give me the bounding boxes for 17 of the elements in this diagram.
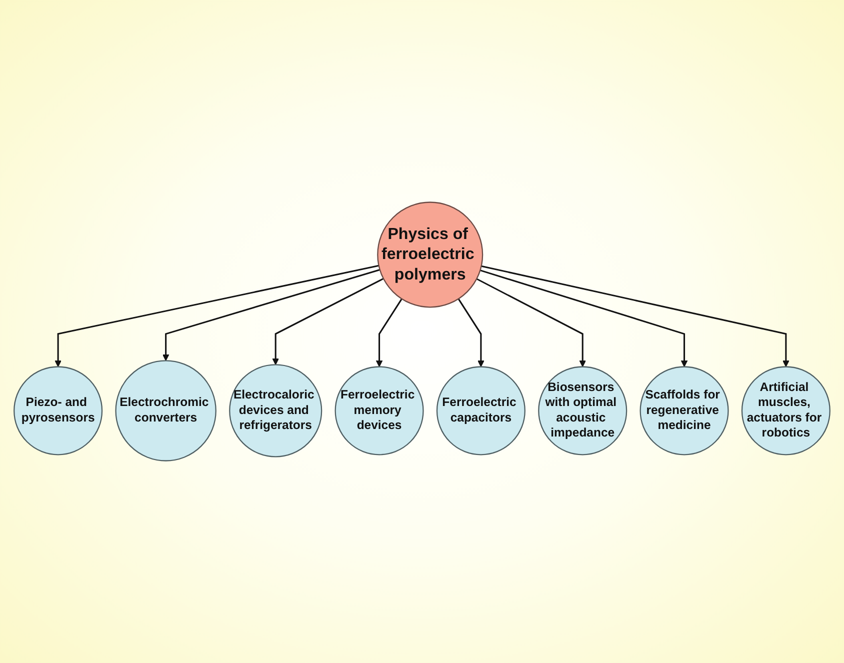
node-circle: Piezo- and pyrosensors xyxy=(14,366,103,456)
arrow xyxy=(458,298,484,368)
node-circle: Physics of ferroelectric polymers xyxy=(377,202,484,308)
node-circle: Biosensors with optimal acoustic impedance xyxy=(538,366,628,456)
arrow xyxy=(476,278,586,368)
node-circle: Electrocaloric devices and refrigerators xyxy=(229,364,322,458)
node-circle: Ferroelectric capacitors xyxy=(436,366,526,456)
arrow xyxy=(481,265,790,368)
arrow xyxy=(54,264,379,368)
node-circle: Ferroelectric memory devices xyxy=(334,366,424,456)
node-circle: Scaffolds for regenerative medicine xyxy=(640,366,729,456)
node-circle: Artificial muscles, actuators for robotics xyxy=(741,366,830,456)
arrow xyxy=(480,270,688,368)
arrow xyxy=(376,298,402,368)
arrow xyxy=(272,278,384,366)
node-circle: Electrochromic converters xyxy=(115,360,216,462)
arrow xyxy=(162,269,380,361)
